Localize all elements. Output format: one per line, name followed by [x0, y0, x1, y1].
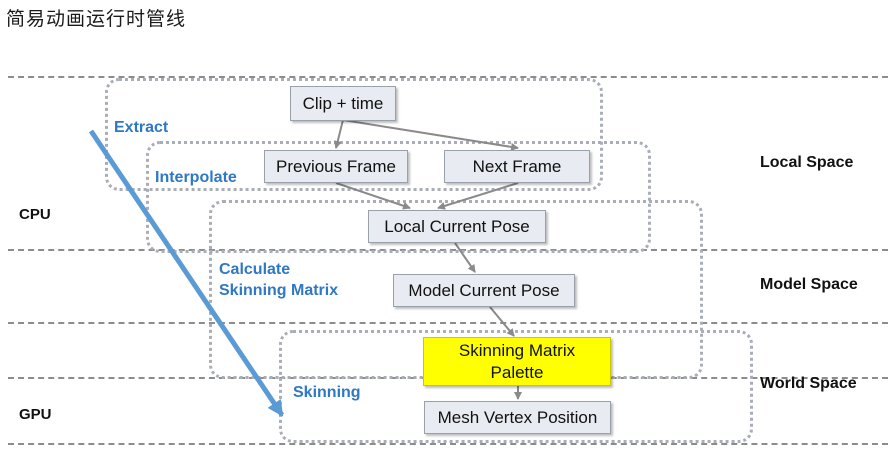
space-world: World Space [760, 375, 857, 392]
processor-gpu: GPU [19, 406, 52, 423]
separator-model-world [8, 322, 888, 324]
separator-top [8, 76, 888, 78]
clip-time-box: Clip + time [290, 86, 396, 121]
stage-calculate-skinning-matrix: Calculate Skinning Matrix [219, 259, 338, 301]
page-title: 简易动画运行时管线 [6, 8, 187, 30]
model-current-pose-box: Model Current Pose [393, 274, 575, 307]
previous-frame-box: Previous Frame [264, 150, 408, 183]
stage-extract: Extract [114, 119, 169, 136]
interpolate-region [146, 141, 651, 253]
stage-calculate-line2: Skinning Matrix [219, 282, 339, 299]
palette-label-line1: Skinning Matrix [458, 340, 576, 360]
arrow-clip-to-next [342, 119, 519, 151]
local-current-pose-box: Local Current Pose [368, 210, 546, 243]
arrow-previous-to-local [335, 182, 411, 210]
palette-label-line2: Palette [490, 362, 544, 382]
arrow-next-to-local [437, 182, 519, 210]
stage-interpolate: Interpolate [155, 169, 237, 186]
mesh-vertex-position-box: Mesh Vertex Position [424, 401, 611, 434]
separator-bottom [8, 443, 888, 445]
processor-cpu: CPU [19, 206, 51, 223]
stage-calculate-line1: Calculate [219, 261, 291, 278]
arrow-clip-to-previous [333, 119, 344, 149]
pipeline-direction-arrow [88, 129, 285, 417]
arrow-local-to-model [454, 242, 476, 273]
skinning-region [279, 330, 753, 443]
stage-skinning: Skinning [293, 384, 361, 401]
space-model: Model Space [760, 276, 858, 293]
space-local: Local Space [760, 154, 854, 171]
arrow-model-to-palette [489, 306, 515, 337]
skinning-matrix-palette-box: Skinning Matrix Palette [423, 337, 611, 386]
next-frame-box: Next Frame [444, 150, 590, 183]
